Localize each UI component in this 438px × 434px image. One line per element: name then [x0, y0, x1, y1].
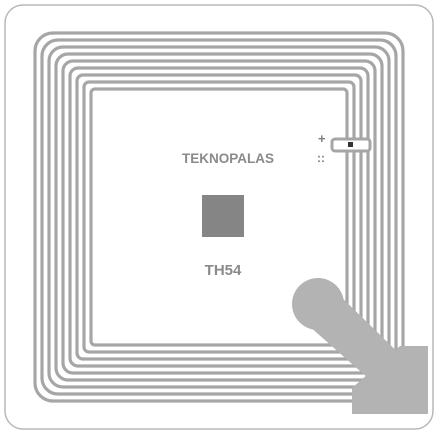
minus-symbol: ::: [317, 151, 325, 165]
coil-loop-1: [33, 31, 405, 403]
coil-loop-9: [89, 87, 349, 347]
antenna-coil: [33, 31, 405, 403]
plus-symbol: +: [318, 131, 326, 146]
coil-loop-2: [40, 38, 398, 396]
brand-label: TEKNOPALAS: [182, 151, 274, 166]
model-label: TH54: [205, 262, 242, 279]
chip-icon: [202, 195, 244, 237]
bridge-corner-pad: [352, 346, 428, 414]
coil-loop-7: [75, 73, 363, 361]
coil-loop-3: [47, 45, 391, 389]
coil-loop-5: [61, 59, 377, 375]
coil-loop-8: [82, 80, 356, 354]
bridge-connector: [292, 278, 428, 414]
coil-loop-4: [54, 52, 384, 382]
bridge-round-pad: [292, 278, 344, 330]
coil-loop-6: [68, 66, 370, 368]
contact-bar: [330, 137, 372, 153]
